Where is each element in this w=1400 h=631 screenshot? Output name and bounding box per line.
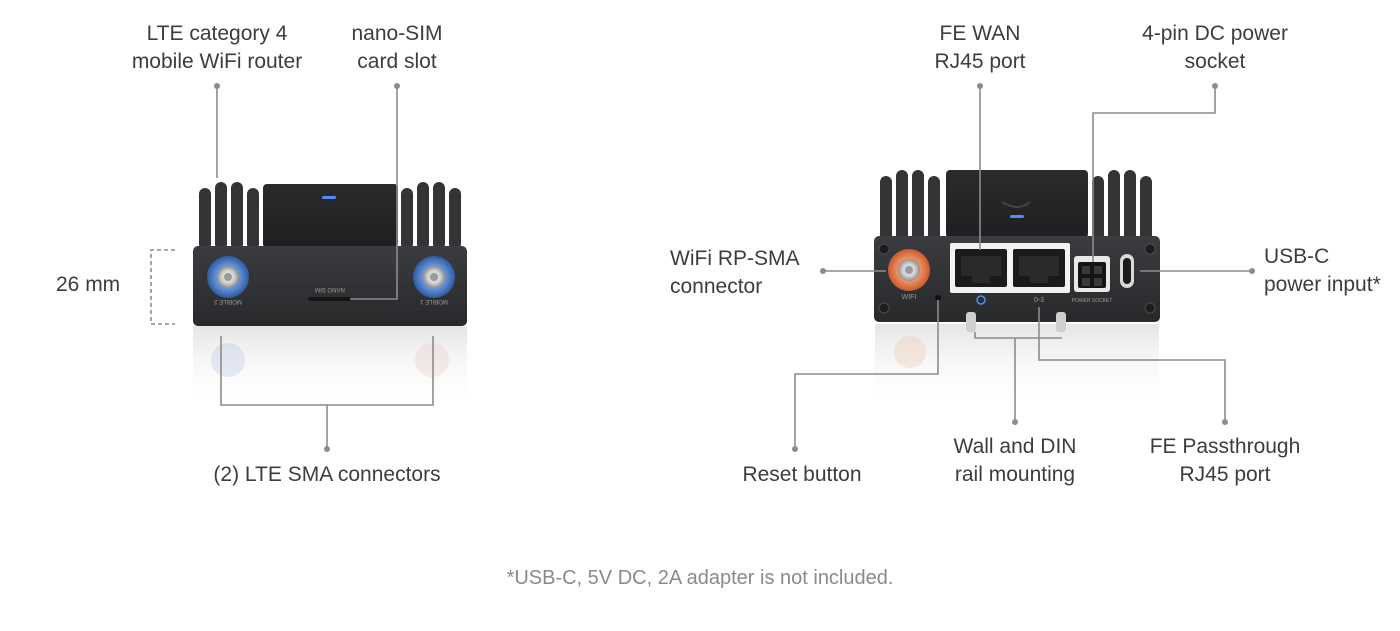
- status-led: [322, 196, 336, 199]
- fe-passthrough-label-line2: RJ45 port: [1179, 463, 1271, 486]
- mobile-port-left-marking: MOBILE 2: [214, 298, 242, 304]
- fe-wan-label-line2: RJ45 port: [934, 50, 1026, 73]
- wifi-port-marking: WIFI: [902, 294, 917, 301]
- nano-sim-slot: [308, 297, 352, 301]
- leader-dots: [214, 83, 1255, 452]
- reset-button: [935, 295, 941, 301]
- wifi-rp-sma-connector: [888, 249, 930, 291]
- left-device: MOBILE 2 MOBILE 1 NANO SIM: [193, 182, 467, 410]
- leader-lines: [150, 86, 1252, 449]
- nano-sim-label-line2: card slot: [357, 50, 437, 73]
- nano-sim-label: nano-SIM card slot: [351, 20, 442, 76]
- reset-button-label: Reset button: [742, 463, 862, 486]
- lte-sma-connectors-label: (2) LTE SMA connectors: [213, 463, 441, 486]
- dc-power-label: 4-pin DC power socket: [1142, 20, 1288, 76]
- heatsink-fins-left: [199, 182, 461, 250]
- usb-c-label: USB-C power input*: [1264, 243, 1381, 299]
- wifi-rp-sma-label: WiFi RP-SMA connector: [670, 245, 800, 301]
- status-led-right: [1010, 215, 1024, 218]
- fe-passthrough-label: FE Passthrough RJ45 port: [1150, 433, 1301, 489]
- lte-sma-connector-right: [413, 256, 455, 298]
- nano-sim-slot-marking: NANO SIM: [315, 286, 345, 292]
- lte-router-label-line2: mobile WiFi router: [131, 50, 303, 73]
- lte-sma-connector-left: [207, 256, 249, 298]
- usb-c-label-line2: power input*: [1264, 273, 1381, 296]
- wall-din-label-line1: Wall and DIN: [953, 435, 1077, 458]
- right-device-reflection: [875, 324, 1159, 410]
- dc-power-label-line1: 4-pin DC power: [1142, 22, 1288, 45]
- left-device-reflection: [193, 326, 467, 410]
- nano-sim-label-line1: nano-SIM: [351, 22, 443, 45]
- right-device: WIFI 0-3 POWER SOCKET: [874, 170, 1160, 410]
- fe-passthrough-label-line1: FE Passthrough: [1149, 435, 1301, 458]
- usb-c-label-line1: USB-C: [1264, 245, 1330, 268]
- left-device-body: [193, 246, 467, 326]
- wifi-rp-sma-label-line2: connector: [670, 275, 763, 298]
- fe-wan-label-line1: FE WAN: [939, 22, 1021, 45]
- usb-c-port: [1120, 254, 1134, 288]
- wifi-rp-sma-label-line1: WiFi RP-SMA: [670, 247, 800, 270]
- power-socket-marking: POWER SOCKET: [1072, 298, 1113, 304]
- heatsink-fins-right: [880, 170, 1152, 242]
- dc-power-socket: [1074, 256, 1110, 292]
- lte-router-label: LTE category 4 mobile WiFi router: [132, 20, 302, 76]
- wall-din-label: Wall and DIN rail mounting: [954, 433, 1077, 489]
- footnote: *USB-C, 5V DC, 2A adapter is not include…: [506, 567, 894, 589]
- rj45-passthrough-port: [1013, 249, 1065, 287]
- rj45-wan-port: [955, 249, 1007, 287]
- passthrough-marking: 0-3: [1034, 297, 1044, 304]
- dc-power-label-line2: socket: [1184, 50, 1246, 73]
- height-dimension-label: 26 mm: [56, 273, 121, 296]
- wall-din-label-line2: rail mounting: [954, 463, 1076, 486]
- mobile-port-right-marking: MOBILE 1: [420, 298, 448, 304]
- lte-router-label-line1: LTE category 4: [146, 22, 288, 45]
- fe-wan-label: FE WAN RJ45 port: [934, 20, 1025, 76]
